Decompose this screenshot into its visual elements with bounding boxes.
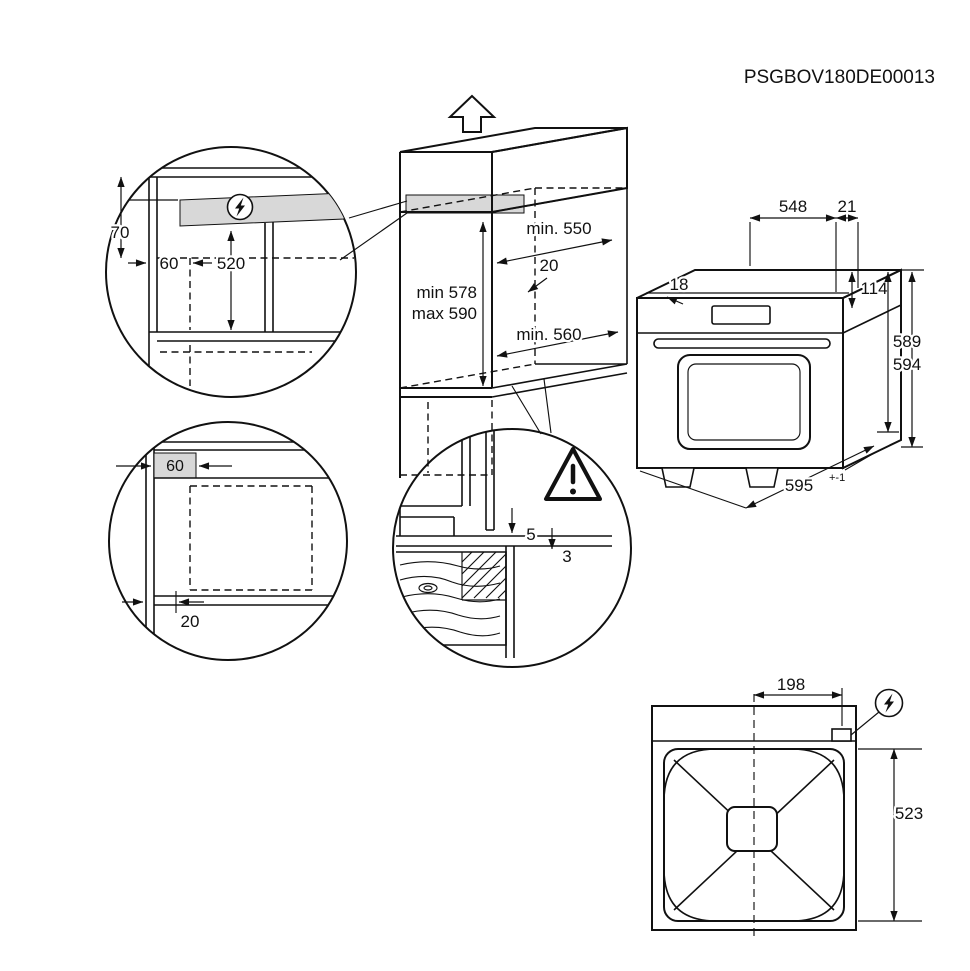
dim-oven-panel-height: 114: [848, 271, 890, 309]
detail-outlet-circle: 70 60 520: [105, 146, 357, 398]
dim-niche-height-max-label: max 590: [412, 304, 477, 323]
rear-view-drawing: 198 523: [651, 673, 925, 940]
dim-20-label: 20: [181, 612, 200, 631]
warning-icon: [544, 447, 602, 501]
dim-outlet-top-offset: 70: [108, 176, 132, 259]
dim-3-label: 3: [562, 547, 571, 566]
worktop-cross-section: [396, 551, 507, 646]
dim-595-tolerance: +-1: [829, 472, 845, 484]
dim-18-label: 18: [670, 275, 689, 294]
callout-wedge-plinth: [511, 378, 552, 435]
oven-door-window: [677, 354, 811, 450]
dim-594-label: 594: [893, 355, 921, 374]
dim-60-label: 60: [160, 254, 179, 273]
power-icon: [850, 688, 904, 736]
dim-198-label: 198: [777, 675, 805, 694]
dim-523-label: 523: [895, 804, 923, 823]
dim-oven-depth: 548 21: [749, 195, 859, 292]
dim-oven-width: 595 +-1: [639, 445, 877, 509]
dim-595-label: 595: [785, 476, 813, 495]
dim-70-label: 70: [111, 223, 130, 242]
dim-niche-height-min-label: min 578: [417, 283, 477, 302]
outlet-zone-strip-detail: [179, 192, 345, 227]
dim-rear-height: 523: [858, 748, 925, 922]
dim-rear-terminal-offset: 198: [753, 673, 843, 726]
dim-side-setback: 20: [122, 598, 204, 633]
oven-handle: [653, 338, 831, 349]
dim-21-label: 21: [838, 197, 857, 216]
dim-plinth-gap-upper: 5: [508, 508, 538, 546]
airflow-up-arrow-icon: [447, 94, 497, 133]
dim-589-label: 589: [893, 332, 921, 351]
dim-top-gap-label: 20: [540, 256, 559, 275]
detail-side-circle: 60 20: [108, 421, 348, 661]
dim-niche-depth-label: min. 550: [526, 219, 591, 238]
callout-wedge-outlet: [339, 200, 408, 261]
cabinet-niche-drawing: min 578 max 590 min. 550 20 min. 560: [339, 126, 628, 478]
dim-114-label: 114: [860, 279, 887, 298]
mains-terminal-box: [831, 728, 852, 742]
dim-niche-depth: min. 550: [496, 217, 613, 265]
dim-60-box-label: 60: [166, 458, 184, 475]
dim-outlet-lower-span: 520: [215, 230, 247, 331]
dim-oven-heights: 589 594: [856, 269, 924, 448]
dim-oven-top-inset: 18: [666, 273, 691, 305]
dim-plinth-gap-lower: 3: [548, 528, 574, 568]
dim-niche-height: min 578 max 590: [410, 221, 487, 387]
dim-niche-width-label: min. 560: [516, 325, 581, 344]
document-code: PSGBOV180DE00013: [744, 67, 935, 88]
dim-niche-width: min. 560: [496, 323, 619, 358]
oven-drawing: 548 21 18 114 589 594 595 +-1: [636, 195, 924, 509]
oven-foot: [661, 467, 695, 488]
dim-520-label: 520: [217, 254, 245, 273]
power-icon: [226, 193, 254, 221]
oven-display: [711, 305, 771, 325]
dim-5-label: 5: [526, 525, 535, 544]
detail-plinth-circle: 5 3: [392, 428, 632, 668]
dim-outlet-zone-size: 60: [128, 252, 212, 275]
rear-center-plate: [726, 806, 778, 852]
dim-548-label: 548: [779, 197, 807, 216]
oven-foot: [745, 467, 779, 488]
dim-niche-top-gap: 20: [527, 254, 561, 293]
